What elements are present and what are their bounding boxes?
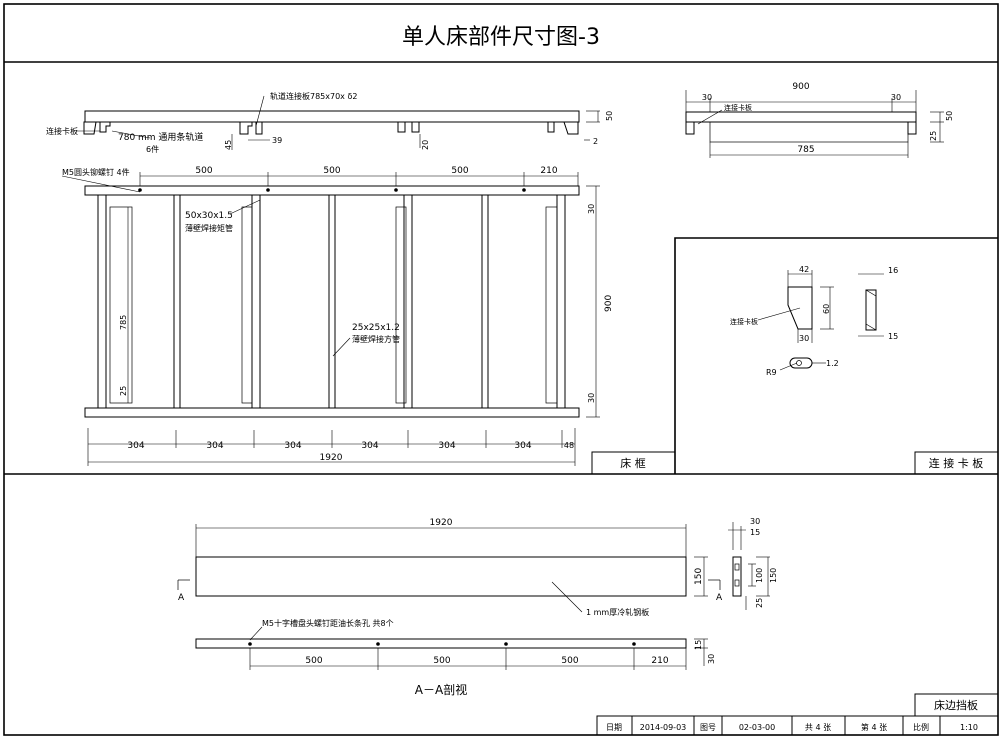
tb-sheet-no: 第 4 张	[861, 722, 887, 732]
end-rail-view	[685, 90, 944, 158]
dim-1920-board: 1920	[430, 518, 453, 528]
dim-sec-150: 150	[769, 568, 778, 583]
top-rail-view	[76, 95, 600, 150]
dim-board-bottom-3: 500	[561, 656, 578, 666]
dim-45: 45	[224, 140, 233, 150]
label-rivet: M5圆头铆螺钉 4件	[62, 167, 130, 177]
dim-frame-top-3: 500	[451, 166, 468, 176]
clip-panel-border	[674, 237, 998, 474]
dim-42: 42	[799, 265, 809, 274]
dim-30a-end: 30	[702, 93, 712, 102]
label-A-left: A	[178, 593, 185, 603]
dim-sec-100: 100	[755, 568, 764, 583]
tb-scale-label: 比例	[913, 722, 929, 732]
title-block	[596, 715, 999, 736]
dim-frame-bottom-5: 304	[438, 441, 455, 451]
board-name: 床边挡板	[934, 698, 978, 712]
dim-30a: 30	[587, 204, 596, 214]
dim-frame-bottom-2: 304	[206, 441, 223, 451]
tb-date-value: 2014-09-03	[640, 723, 687, 732]
clip-view	[757, 270, 884, 371]
dim-30-board: 30	[707, 654, 716, 664]
dim-frame-bottom-1: 304	[127, 441, 144, 451]
dim-2: 2	[593, 137, 598, 146]
dim-1-2: 1.2	[826, 359, 839, 368]
label-sheet: 1 mm厚冷轧钢板	[586, 607, 649, 617]
label-clip: 连接卡板	[730, 317, 758, 326]
dim-frame-top-4: 210	[540, 166, 557, 176]
dim-25-frame: 25	[119, 386, 128, 396]
dim-785-end: 785	[797, 145, 814, 155]
frame-name-box	[591, 451, 676, 475]
dim-20: 20	[421, 140, 430, 150]
dim-15-board: 15	[694, 640, 703, 650]
label-conn-end: 连接卡板	[724, 103, 752, 112]
tb-scale-value: 1:10	[960, 723, 978, 732]
dim-30b: 30	[587, 393, 596, 403]
label-tube2: 25x25x1.2	[352, 323, 400, 333]
label-A-right: A	[716, 593, 723, 603]
dim-30b-end: 30	[891, 93, 901, 102]
dim-900-end: 900	[792, 82, 809, 92]
label-conn-top: 连接卡板	[46, 126, 78, 136]
dim-50-end: 50	[945, 111, 954, 121]
dim-board-bottom-1: 500	[305, 656, 322, 666]
sheet-border	[3, 3, 999, 736]
tb-drawing-no-value: 02-03-00	[739, 723, 775, 732]
frame-plan-view	[61, 172, 600, 466]
dim-39: 39	[272, 136, 282, 145]
clip-name: 连 接 卡 板	[929, 456, 984, 470]
label-screw: M5十字槽盘头螺钉距油长条孔 共8个	[262, 618, 394, 628]
dim-frame-bottom-7: 48	[564, 441, 574, 450]
tb-drawing-no-label: 图号	[700, 723, 716, 732]
dim-frame-bottom-4: 304	[361, 441, 378, 451]
side-board-view	[177, 522, 770, 670]
clip-name-box	[914, 451, 999, 475]
dim-R9: R9	[766, 368, 777, 377]
sheet-title: 单人床部件尺寸图-3	[402, 25, 600, 50]
dim-board-bottom-4: 210	[651, 656, 668, 666]
dim-frame-total: 1920	[320, 453, 343, 463]
view-label: A－A剖视	[415, 682, 467, 697]
label-tube1: 50x30x1.5	[185, 211, 233, 221]
dim-frame-bottom-3: 304	[284, 441, 301, 451]
dim-60: 60	[822, 304, 831, 314]
label-bracket: 轨道连接板785x70x δ2	[270, 91, 357, 101]
dim-50-top: 50	[605, 111, 614, 121]
dim-board-bottom-2: 500	[433, 656, 450, 666]
dim-frame-top-1: 500	[195, 166, 212, 176]
label-tube1b: 薄壁焊接矩管	[185, 223, 233, 233]
tb-total-sheets: 共 4 张	[805, 723, 831, 732]
dim-30-clip: 30	[799, 334, 809, 343]
label-tube2b: 薄壁焊接方管	[352, 334, 400, 344]
dim-frame-height: 900	[604, 295, 614, 312]
dim-15-clip: 15	[888, 332, 898, 341]
dim-sec-30: 30	[750, 517, 760, 526]
dim-150-board: 150	[694, 568, 704, 585]
dim-frame-top-2: 500	[323, 166, 340, 176]
dim-frame-bottom-6: 304	[514, 441, 531, 451]
dim-sec-15: 15	[750, 528, 760, 537]
frame-name: 床 框	[620, 456, 646, 470]
tb-date-label: 日期	[606, 723, 622, 732]
dim-16: 16	[888, 266, 898, 275]
dim-25-end: 25	[929, 131, 938, 141]
label-qty: 6件	[146, 144, 159, 154]
label-slot: 780 mm 通用条轨道	[118, 131, 203, 143]
dim-785-frame: 785	[119, 315, 128, 330]
dim-sec-25: 25	[755, 598, 764, 608]
